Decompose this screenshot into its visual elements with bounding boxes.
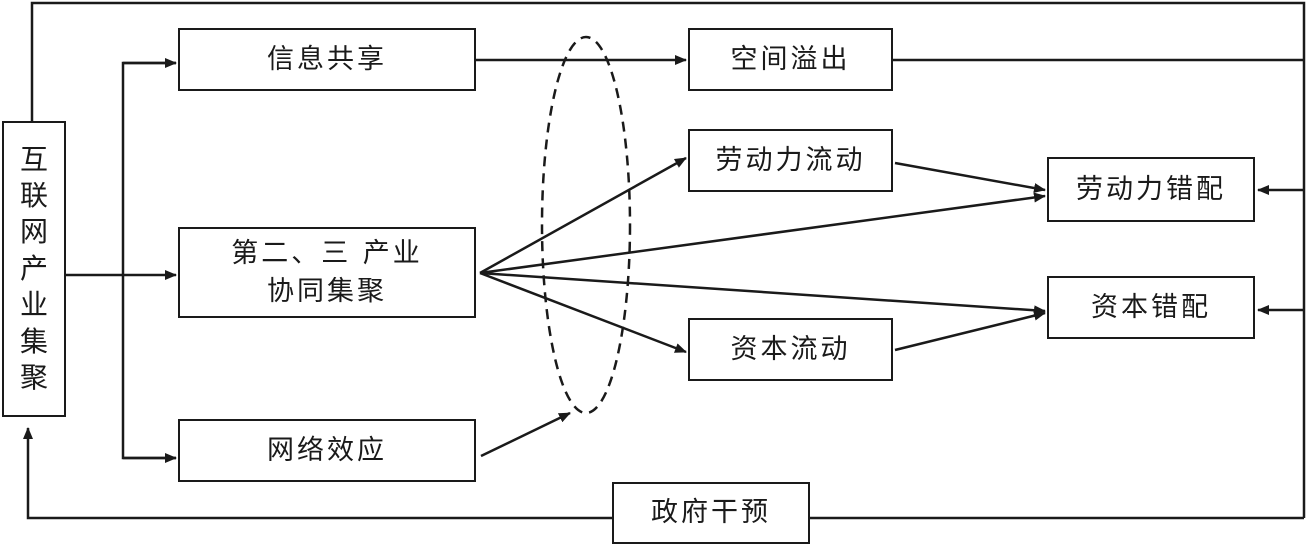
node-capital-misallocation-label: 资本错配 xyxy=(1091,291,1211,323)
node-labor-misallocation: 劳动力错配 xyxy=(1047,157,1255,222)
node-capital-flow: 资本流动 xyxy=(688,318,893,381)
node-labor-misallocation-label: 劳动力错配 xyxy=(1076,173,1226,205)
node-labor-flow: 劳动力流动 xyxy=(688,129,893,192)
node-network-effect: 网络效应 xyxy=(178,419,476,482)
branch-vertical xyxy=(121,61,176,460)
node-spatial-spillover: 空间溢出 xyxy=(688,28,893,91)
node-gov-intervention: 政府干预 xyxy=(612,482,810,544)
node-internet-cluster-label: 互 联 网 产 业 集 聚 xyxy=(19,142,48,394)
arrow-collab-to-labormis xyxy=(479,192,1046,275)
bottom-feedback-line xyxy=(23,427,1304,520)
arrow-laborflow-to-labormis xyxy=(894,161,1046,193)
arrow-collab-to-laborflow xyxy=(479,156,687,275)
dashed-ellipse xyxy=(540,35,632,415)
arrow-collab-to-capitalmis xyxy=(479,271,1046,316)
node-spatial-spillover-label: 空间溢出 xyxy=(730,43,851,75)
node-gov-intervention-label: 政府干预 xyxy=(651,497,771,529)
node-collab-cluster: 第二、三 产业 协同集聚 xyxy=(178,227,476,318)
arrow-capitalflow-to-capitalmis xyxy=(894,310,1046,352)
node-collab-cluster-line2: 协同集聚 xyxy=(267,275,387,307)
node-capital-misallocation: 资本错配 xyxy=(1047,276,1255,339)
node-network-effect-label: 网络效应 xyxy=(267,434,387,466)
node-info-sharing: 信息共享 xyxy=(178,28,476,91)
arrow-collab-to-capitalflow xyxy=(479,271,687,354)
node-internet-cluster: 互 联 网 产 业 集 聚 xyxy=(2,121,66,417)
node-capital-flow-label: 资本流动 xyxy=(730,333,851,365)
top-feedback-line xyxy=(30,1,1306,518)
node-collab-cluster-line1: 第二、三 产业 xyxy=(231,237,423,269)
node-labor-flow-label: 劳动力流动 xyxy=(715,144,866,176)
node-info-sharing-label: 信息共享 xyxy=(267,43,387,75)
arrow-network-to-ellipse xyxy=(480,411,571,458)
